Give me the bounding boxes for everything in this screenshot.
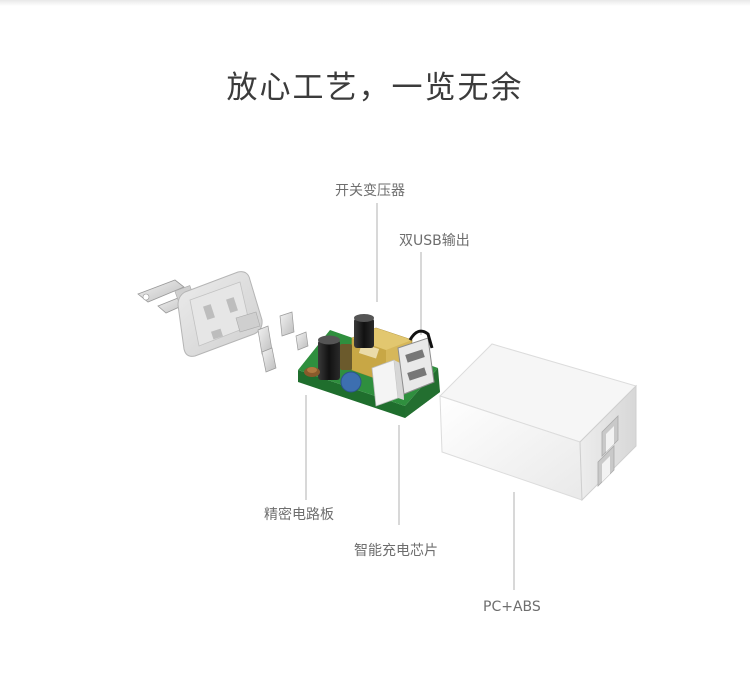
page-title: 放心工艺，一览无余 [226,70,524,106]
shell-usb-slots [597,415,619,487]
label-charging-chip: 智能充电芯片 [354,543,438,559]
blue-capacitor [340,371,362,393]
capacitors [318,314,374,380]
charger-shell [439,343,637,502]
connector-pins [257,311,309,373]
label-transformer: 开关变压器 [335,183,405,199]
top-divider [0,0,750,6]
plug-base [177,271,263,357]
label-pcb: 精密电路板 [264,507,334,523]
charging-chip [371,359,404,407]
leader-lines [305,203,515,590]
label-dual-usb: 双USB输出 [399,233,470,249]
usb-ports-module [397,329,435,395]
inductor-coil [304,367,320,377]
label-shell-material: PC+ABS [483,599,541,615]
